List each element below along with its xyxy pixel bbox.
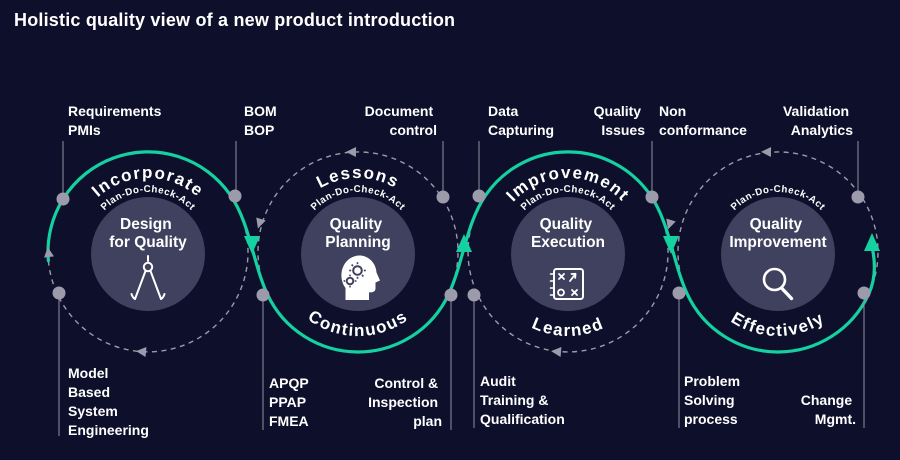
label-quality-issues: Quality Issues	[594, 103, 646, 138]
connector-dot	[851, 190, 865, 204]
connector-dot	[444, 288, 458, 302]
cycle-title: Quality Improvement	[729, 216, 826, 251]
label-apqp-ppap-fmea: APQP PPAP FMEA	[269, 375, 312, 429]
connector-dot	[472, 189, 486, 203]
label-non-conformance: Non conformance	[659, 103, 747, 138]
label-data-capturing: Data Capturing	[488, 103, 554, 138]
connector-dot	[645, 190, 659, 204]
arc-word: Learned	[529, 314, 606, 340]
connector-dot	[56, 192, 70, 206]
cycle-core	[511, 197, 625, 311]
cycle-design-for-quality: Incorporate Plan-Do-Check-Act Design for…	[88, 163, 206, 311]
cycle4-dashed-arc	[677, 151, 879, 295]
dashed-arrow	[44, 247, 54, 258]
connector-dot	[228, 189, 242, 203]
flow-arrow-down-1	[244, 236, 260, 254]
connector-dot	[467, 288, 481, 302]
connector-dot	[52, 286, 66, 300]
cycle3-dashed-arc	[467, 194, 669, 353]
flow-arrow-down-2	[663, 236, 679, 254]
page-title: Holistic quality view of a new product i…	[14, 10, 456, 30]
dashed-arrow	[551, 347, 562, 357]
dashed-arrow	[256, 217, 266, 229]
connector-dot	[256, 288, 270, 302]
label-problem-solving-process: Problem Solving process	[684, 373, 744, 427]
cycle-quality-improvement: Effectively Plan-Do-Check-Act Quality Im…	[721, 184, 835, 340]
label-audit-training-qualification: Audit Training & Qualification	[480, 373, 565, 427]
cycle-quality-execution: Improvement Learned Plan-Do-Check-Act Qu…	[502, 163, 632, 340]
flow-arrow-end	[864, 233, 880, 251]
dashed-arrow	[136, 347, 147, 357]
cycle-core	[301, 197, 415, 311]
flow-arrow-up-1	[456, 234, 472, 252]
label-bom-bop: BOM BOP	[244, 103, 281, 138]
label-model-based-system-engineering: Model Based System Engineering	[68, 365, 149, 438]
compass-icon	[130, 255, 166, 300]
cycle2-dashed-arc	[257, 151, 459, 295]
magnifier-icon	[762, 267, 794, 301]
strategy-board-icon	[549, 268, 584, 300]
cycle1-dashed-arc	[47, 194, 249, 353]
teal-flow-path	[46, 150, 876, 354]
cycle-title: Quality Execution	[531, 216, 605, 251]
dashed-arrow	[346, 147, 357, 157]
cycle-title: Quality Planning	[325, 216, 390, 251]
cycle-core	[91, 197, 205, 311]
connector-dot	[857, 286, 871, 300]
label-document-control: Document control	[365, 103, 437, 138]
connector-dot	[436, 190, 450, 204]
cycle-core	[721, 197, 835, 311]
cycle-title: Design for Quality	[109, 216, 187, 251]
dashed-arrow	[666, 218, 676, 230]
label-control-inspection-plan: Control & Inspection plan	[368, 375, 442, 429]
dashed-arrow	[761, 147, 772, 157]
label-requirements-pmis: Requirements PMIs	[68, 103, 165, 138]
arc-word: Effectively	[728, 308, 828, 340]
cycle-quality-planning: Lessons Continuous Plan-Do-Check-Act Qua…	[301, 163, 415, 340]
arc-word: Continuous	[305, 306, 412, 340]
head-gears-icon	[341, 255, 380, 300]
label-change-mgmt: Change Mgmt.	[801, 392, 856, 427]
connector-dot	[672, 286, 686, 300]
label-validation-analytics: Validation Analytics	[783, 103, 853, 138]
